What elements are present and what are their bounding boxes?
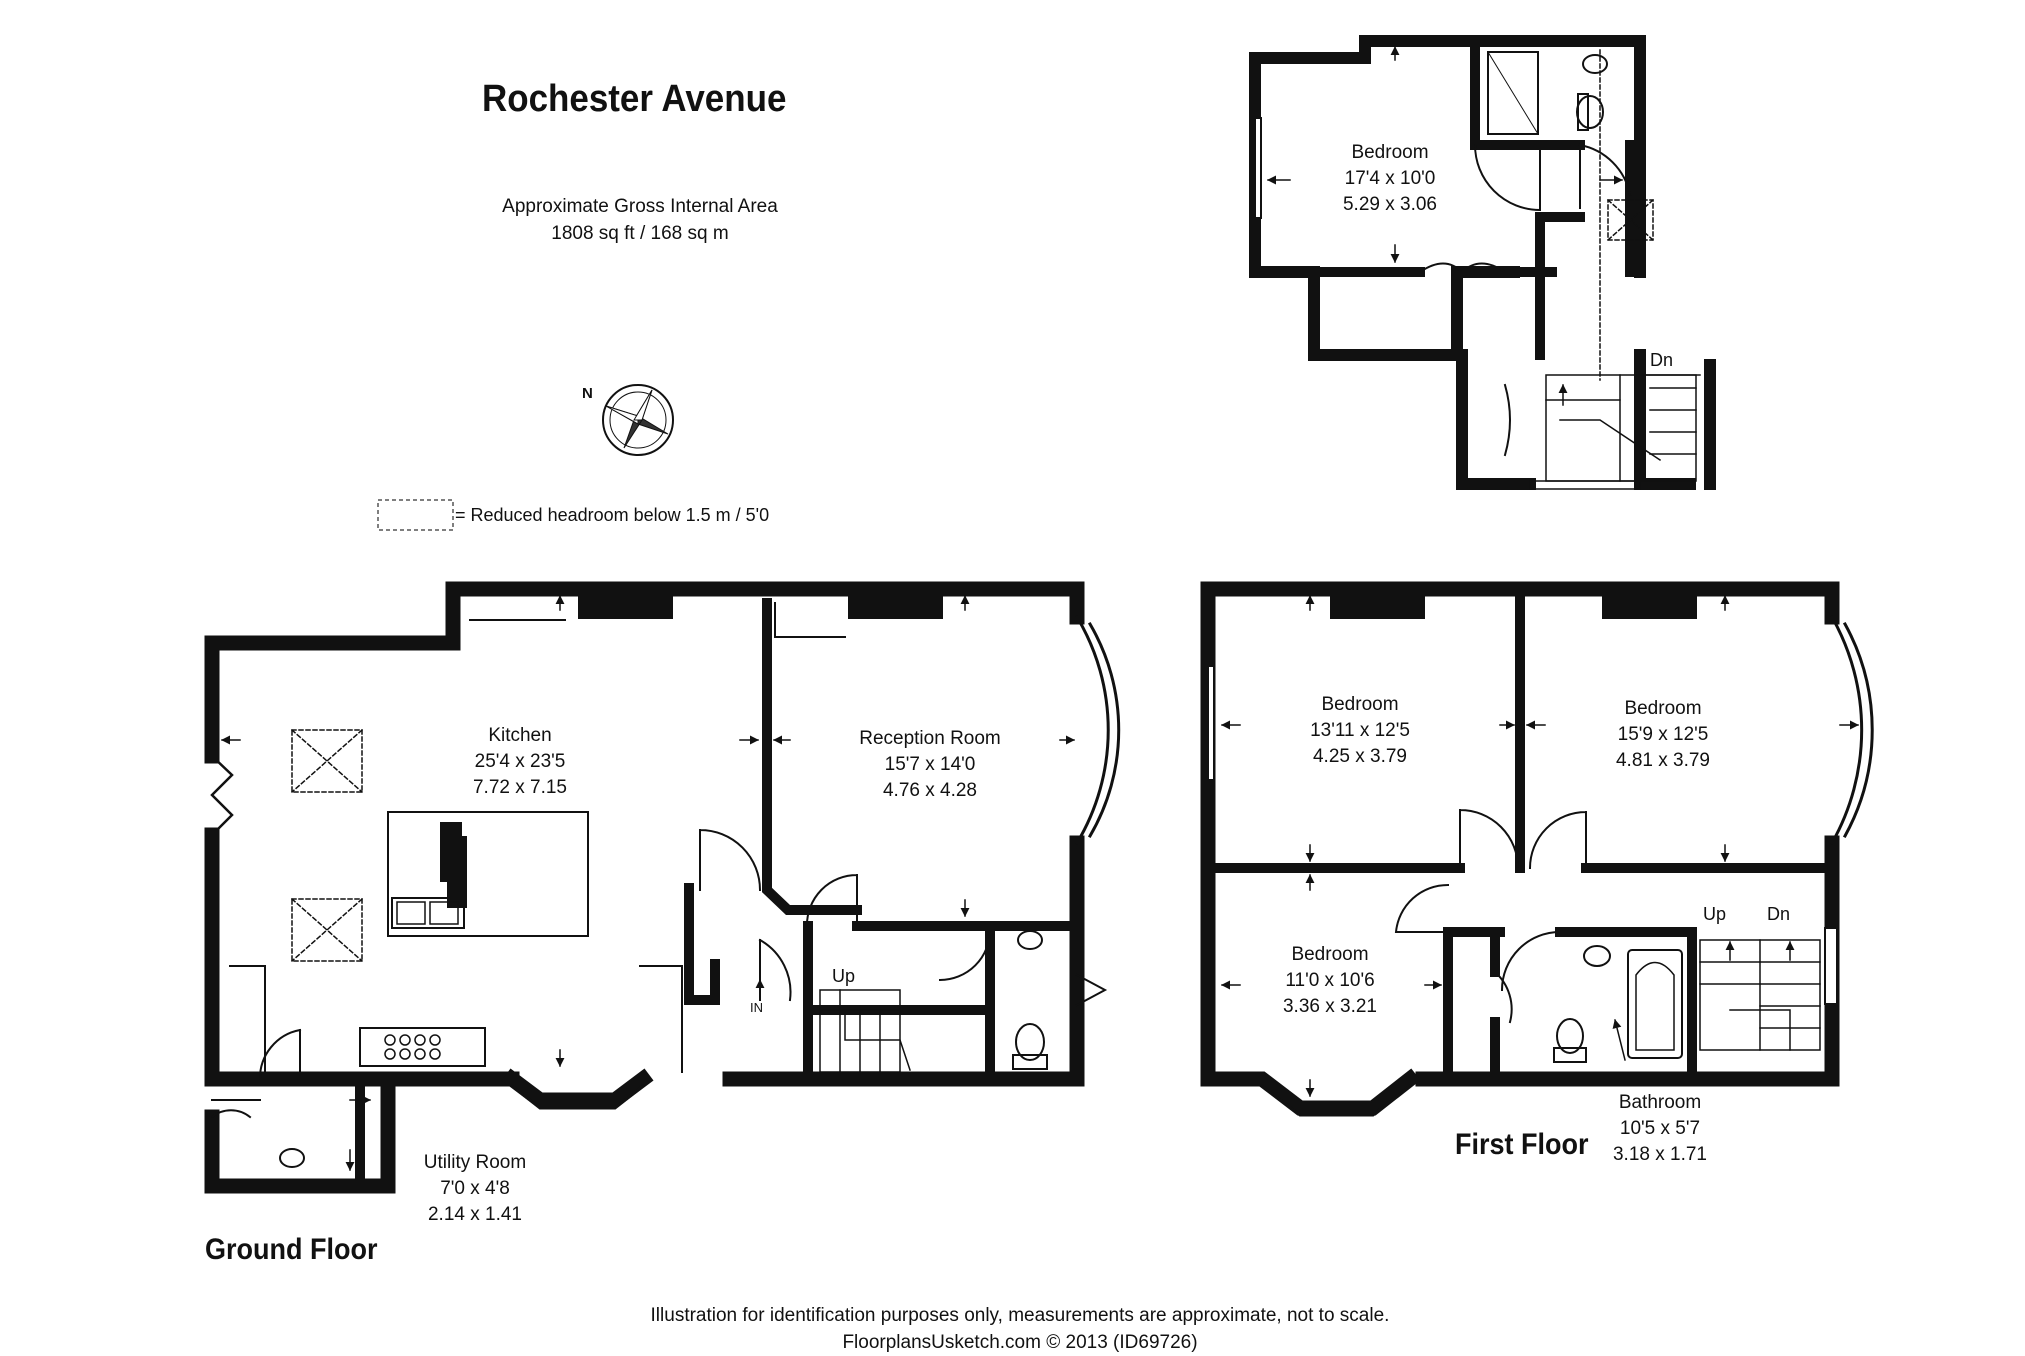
first-floor-label: First Floor bbox=[1455, 1128, 1589, 1161]
gia-label: Approximate Gross Internal Area bbox=[502, 196, 778, 217]
room-label-first-bedroom-3: Bedroom 11'0 x 10'6 3.36 x 3.21 bbox=[1282, 944, 1378, 1017]
room-label-utility-room: Utility Room 7'0 x 4'8 2.14 x 1.41 bbox=[423, 1152, 527, 1225]
headroom-legend-swatch bbox=[377, 499, 454, 531]
ground-floor-plan bbox=[204, 581, 1121, 1194]
room-label-reception-room: Reception Room 15'7 x 14'0 4.76 x 4.28 bbox=[859, 728, 1001, 801]
stair-down-marker-second: Dn bbox=[1650, 350, 1674, 370]
room-label-first-bedroom-1: Bedroom 13'11 x 12'5 4.25 x 3.79 bbox=[1310, 694, 1410, 767]
room-label-first-bedroom-2: Bedroom 15'9 x 12'5 4.81 x 3.79 bbox=[1615, 698, 1711, 771]
compass-rose bbox=[602, 384, 674, 456]
stair-down-marker-first: Dn bbox=[1767, 904, 1791, 924]
page-title: Rochester Avenue bbox=[482, 78, 787, 120]
footer-credit: FloorplansUsketch.com © 2013 (ID69726) bbox=[842, 1332, 1198, 1353]
room-label-bathroom: Bathroom 10'5 x 5'7 3.18 x 1.71 bbox=[1612, 1092, 1708, 1165]
first-floor-plan bbox=[1200, 581, 1874, 1117]
footer: Illustration for identification purposes… bbox=[600, 1302, 1440, 1356]
legend-text: = Reduced headroom below 1.5 m / 5'0 bbox=[455, 505, 770, 525]
ground-floor-label: Ground Floor bbox=[205, 1233, 378, 1266]
entrance-marker: IN bbox=[750, 1000, 763, 1015]
gross-internal-area: Approximate Gross Internal Area 1808 sq … bbox=[490, 193, 790, 247]
gia-value: 1808 sq ft / 168 sq m bbox=[551, 223, 729, 244]
stair-up-marker-ground: Up bbox=[832, 966, 856, 986]
room-label-second-bedroom: Bedroom 17'4 x 10'0 5.29 x 3.06 bbox=[1342, 142, 1438, 215]
second-floor-plan bbox=[1249, 35, 1716, 490]
compass-north-label: N bbox=[582, 385, 593, 402]
footer-disclaimer: Illustration for identification purposes… bbox=[650, 1305, 1390, 1326]
stair-up-marker-first: Up bbox=[1703, 904, 1727, 924]
room-label-kitchen: Kitchen 25'4 x 23'5 7.72 x 7.15 bbox=[472, 725, 568, 798]
